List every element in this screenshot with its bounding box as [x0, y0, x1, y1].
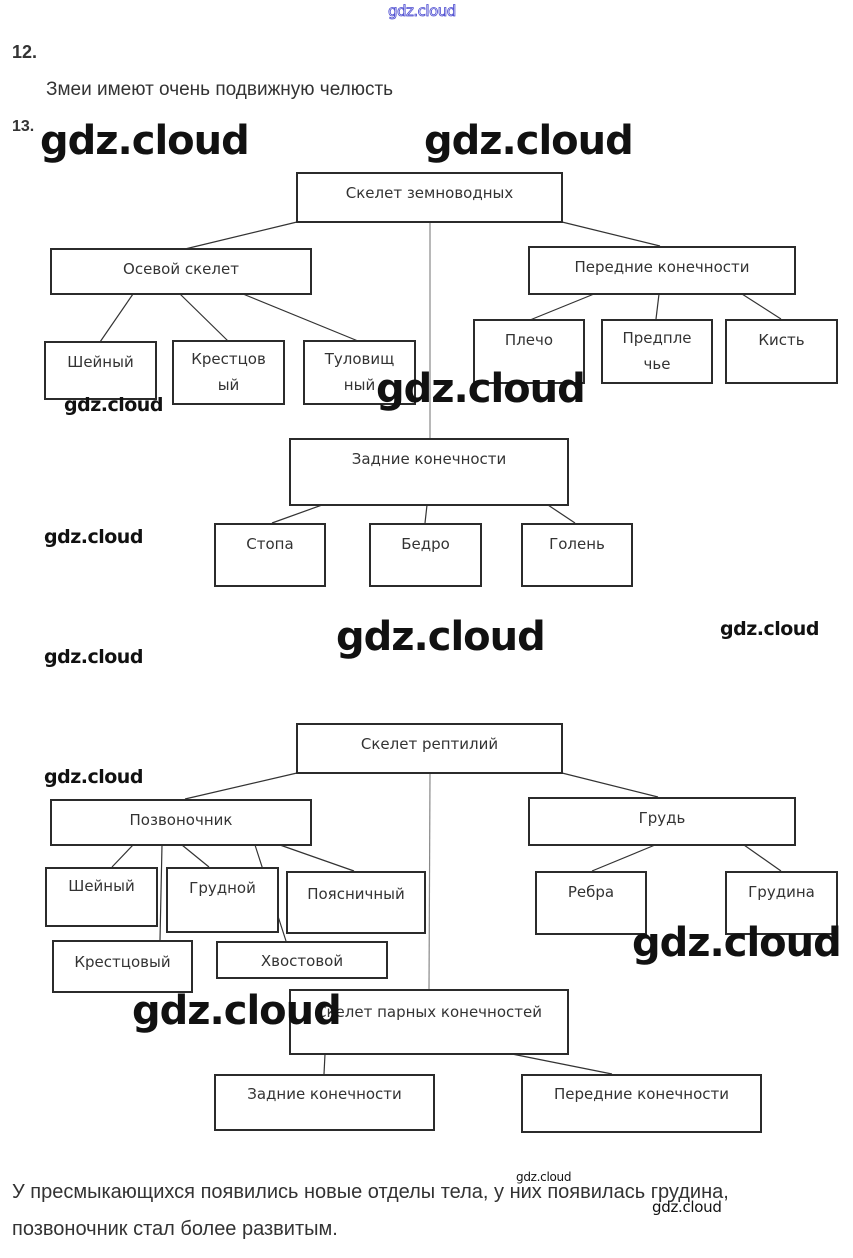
sacral-box: Крестцов ый	[172, 340, 285, 405]
reptile-cervical-box: Шейный	[45, 867, 158, 927]
watermark: gdz.cloud	[720, 618, 819, 640]
shin-box: Голень	[521, 523, 633, 587]
question-13-conclusion: У пресмыкающихся появились новые отделы …	[12, 1181, 729, 1240]
connector-line	[424, 504, 428, 524]
connector-line	[547, 504, 576, 524]
connector-line	[99, 293, 134, 343]
question-12-number: 12.	[12, 42, 38, 62]
connector-line	[561, 221, 661, 247]
thigh-box: Бедро	[369, 523, 482, 587]
spine-box: Позвоночник	[50, 799, 312, 846]
connector-line	[184, 772, 298, 800]
connector-line	[743, 844, 782, 872]
foot-box: Стопа	[214, 523, 326, 587]
paired-limbs-box: Скелет парных конечностей	[289, 989, 569, 1055]
connector-line	[655, 293, 660, 320]
connector-line	[591, 844, 656, 872]
connector-line	[159, 844, 163, 941]
watermark: gdz.cloud	[44, 646, 143, 668]
thoracic-box: Грудной	[166, 867, 279, 933]
reptile-hind-limbs-box: Задние конечности	[214, 1074, 435, 1131]
reptile-sacral-box: Крестцовый	[52, 940, 193, 993]
hind-limbs-box: Задние конечности	[289, 438, 569, 506]
watermark: gdz.cloud	[44, 526, 143, 548]
shoulder-box: Плечо	[473, 319, 585, 384]
connector-line	[179, 293, 229, 342]
watermark: gdz.cloud	[40, 118, 250, 164]
question-12-answer: Змеи имеют очень подвижную челюсть	[46, 79, 394, 100]
question-13-number: 13.	[12, 118, 35, 135]
watermark: gdz.cloud	[652, 1198, 722, 1216]
connector-line	[184, 221, 298, 250]
front-limbs-box: Передние конечности	[528, 246, 796, 295]
connector-line	[111, 844, 134, 868]
connector-line	[181, 844, 210, 868]
ribs-box: Ребра	[535, 871, 647, 935]
connector-line	[271, 504, 323, 524]
connector-line	[561, 772, 659, 798]
amphibian-skeleton-root: Скелет земноводных	[296, 172, 563, 223]
watermark: gdz.cloud	[336, 614, 546, 660]
watermark: gdz.cloud	[132, 988, 342, 1034]
watermark: gdz.cloud	[64, 394, 163, 416]
reptile-skeleton-root: Скелет рептилий	[296, 723, 563, 774]
sternum-box: Грудина	[725, 871, 838, 935]
hand-box: Кисть	[725, 319, 838, 384]
connector-line	[529, 293, 595, 321]
axial-skeleton-box: Осевой скелет	[50, 248, 312, 295]
watermark: gdz.cloud	[632, 920, 842, 966]
watermark: gdz.cloud	[516, 1170, 572, 1184]
watermark: gdz.cloud	[44, 766, 143, 788]
tail-box: Хвостовой	[216, 941, 388, 979]
forearm-box: Предпле чье	[601, 319, 713, 384]
connector-line	[428, 772, 431, 991]
cervical-box: Шейный	[44, 341, 157, 400]
trunk-box: Туловищ ный	[303, 340, 416, 405]
lumbar-box: Поясничный	[286, 871, 426, 934]
chest-box: Грудь	[528, 797, 796, 846]
connector-line	[741, 293, 782, 320]
connector-line	[511, 1053, 613, 1075]
watermark: gdz.cloud	[424, 118, 634, 164]
reptile-front-limbs-box: Передние конечности	[521, 1074, 762, 1133]
connector-line	[323, 1053, 326, 1075]
header-watermark: gdz.cloud	[388, 2, 457, 21]
connector-line	[279, 844, 355, 872]
connector-line	[242, 293, 359, 342]
watermark: gdz.cloud	[376, 366, 586, 412]
